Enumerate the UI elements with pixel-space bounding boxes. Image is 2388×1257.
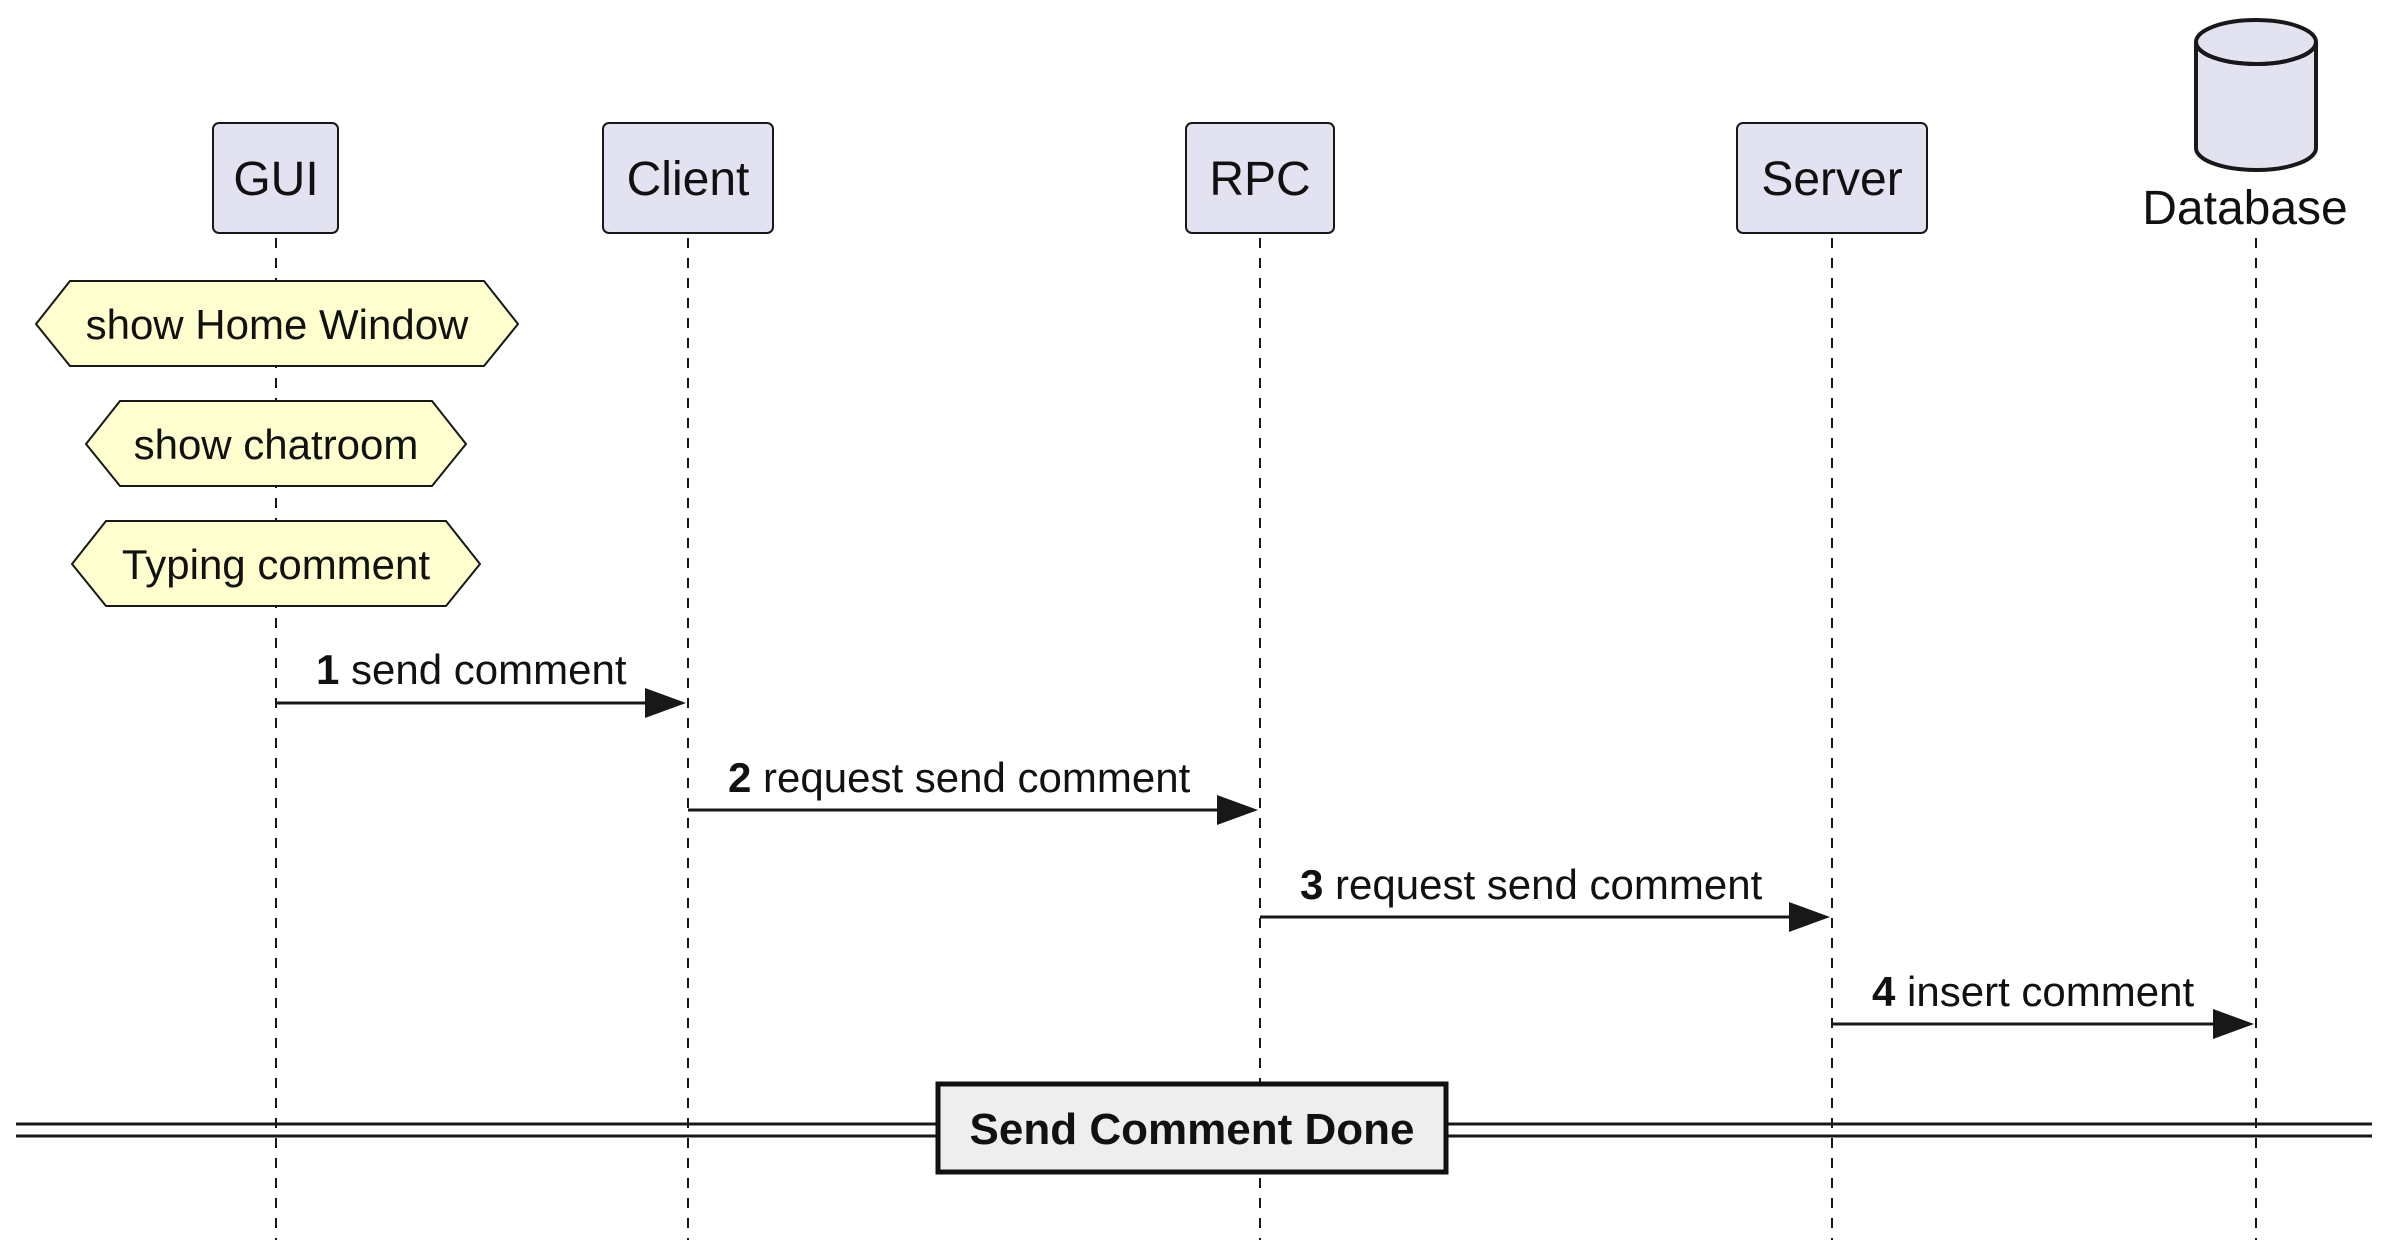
note-text: show chatroom (134, 421, 419, 468)
message-label: 4 insert comment (1872, 968, 2194, 1015)
divider-box (935, 1081, 1449, 1175)
message-number: 3 (1300, 861, 1323, 908)
participant-database: Database (2142, 18, 2348, 235)
message-4: 4 insert comment (1832, 968, 2254, 1039)
message-2: 2 request send comment (688, 754, 1258, 825)
arrowhead-icon (645, 688, 686, 718)
message-text: insert comment (1907, 968, 2194, 1015)
message-text: request send comment (763, 754, 1191, 801)
arrowhead-icon (2213, 1009, 2254, 1039)
participant-gui: GUI (212, 122, 339, 234)
message-label: 2 request send comment (728, 754, 1191, 801)
participant-box (212, 122, 339, 234)
note-hexagon (70, 520, 482, 607)
participant-label: Client (627, 153, 750, 206)
message-1: 1 send comment (276, 646, 686, 718)
note-hexagon (84, 400, 468, 487)
participant-server: Server (1736, 122, 1928, 234)
note-hexagon (34, 280, 520, 367)
message-number: 2 (728, 754, 751, 801)
note-show-home-window: show Home Window (34, 280, 520, 367)
participant-label: Database (2142, 182, 2347, 235)
note-text: show Home Window (86, 301, 469, 348)
divider-send-comment-done: Send Comment Done (16, 1081, 2372, 1175)
participant-box (602, 122, 774, 234)
message-number: 1 (316, 646, 339, 693)
message-label: 1 send comment (316, 646, 627, 693)
message-number: 4 (1872, 968, 1896, 1015)
note-text: Typing comment (122, 541, 430, 588)
note-typing-comment: Typing comment (70, 520, 482, 607)
message-3: 3 request send comment (1260, 861, 1830, 932)
note-show-chatroom: show chatroom (84, 400, 468, 487)
message-label: 3 request send comment (1300, 861, 1763, 908)
participant-box (1736, 122, 1928, 234)
message-text: request send comment (1335, 861, 1763, 908)
participant-rpc: RPC (1185, 122, 1335, 234)
participant-client: Client (602, 122, 774, 234)
participant-label: GUI (233, 153, 318, 206)
divider-label: Send Comment Done (970, 1105, 1415, 1154)
participant-box (1185, 122, 1335, 234)
participant-label: RPC (1209, 153, 1310, 206)
message-text: send comment (351, 646, 627, 693)
participant-label: Server (1761, 153, 1902, 206)
arrowhead-icon (1217, 795, 1258, 825)
database-icon (2194, 18, 2318, 172)
arrowhead-icon (1789, 902, 1830, 932)
